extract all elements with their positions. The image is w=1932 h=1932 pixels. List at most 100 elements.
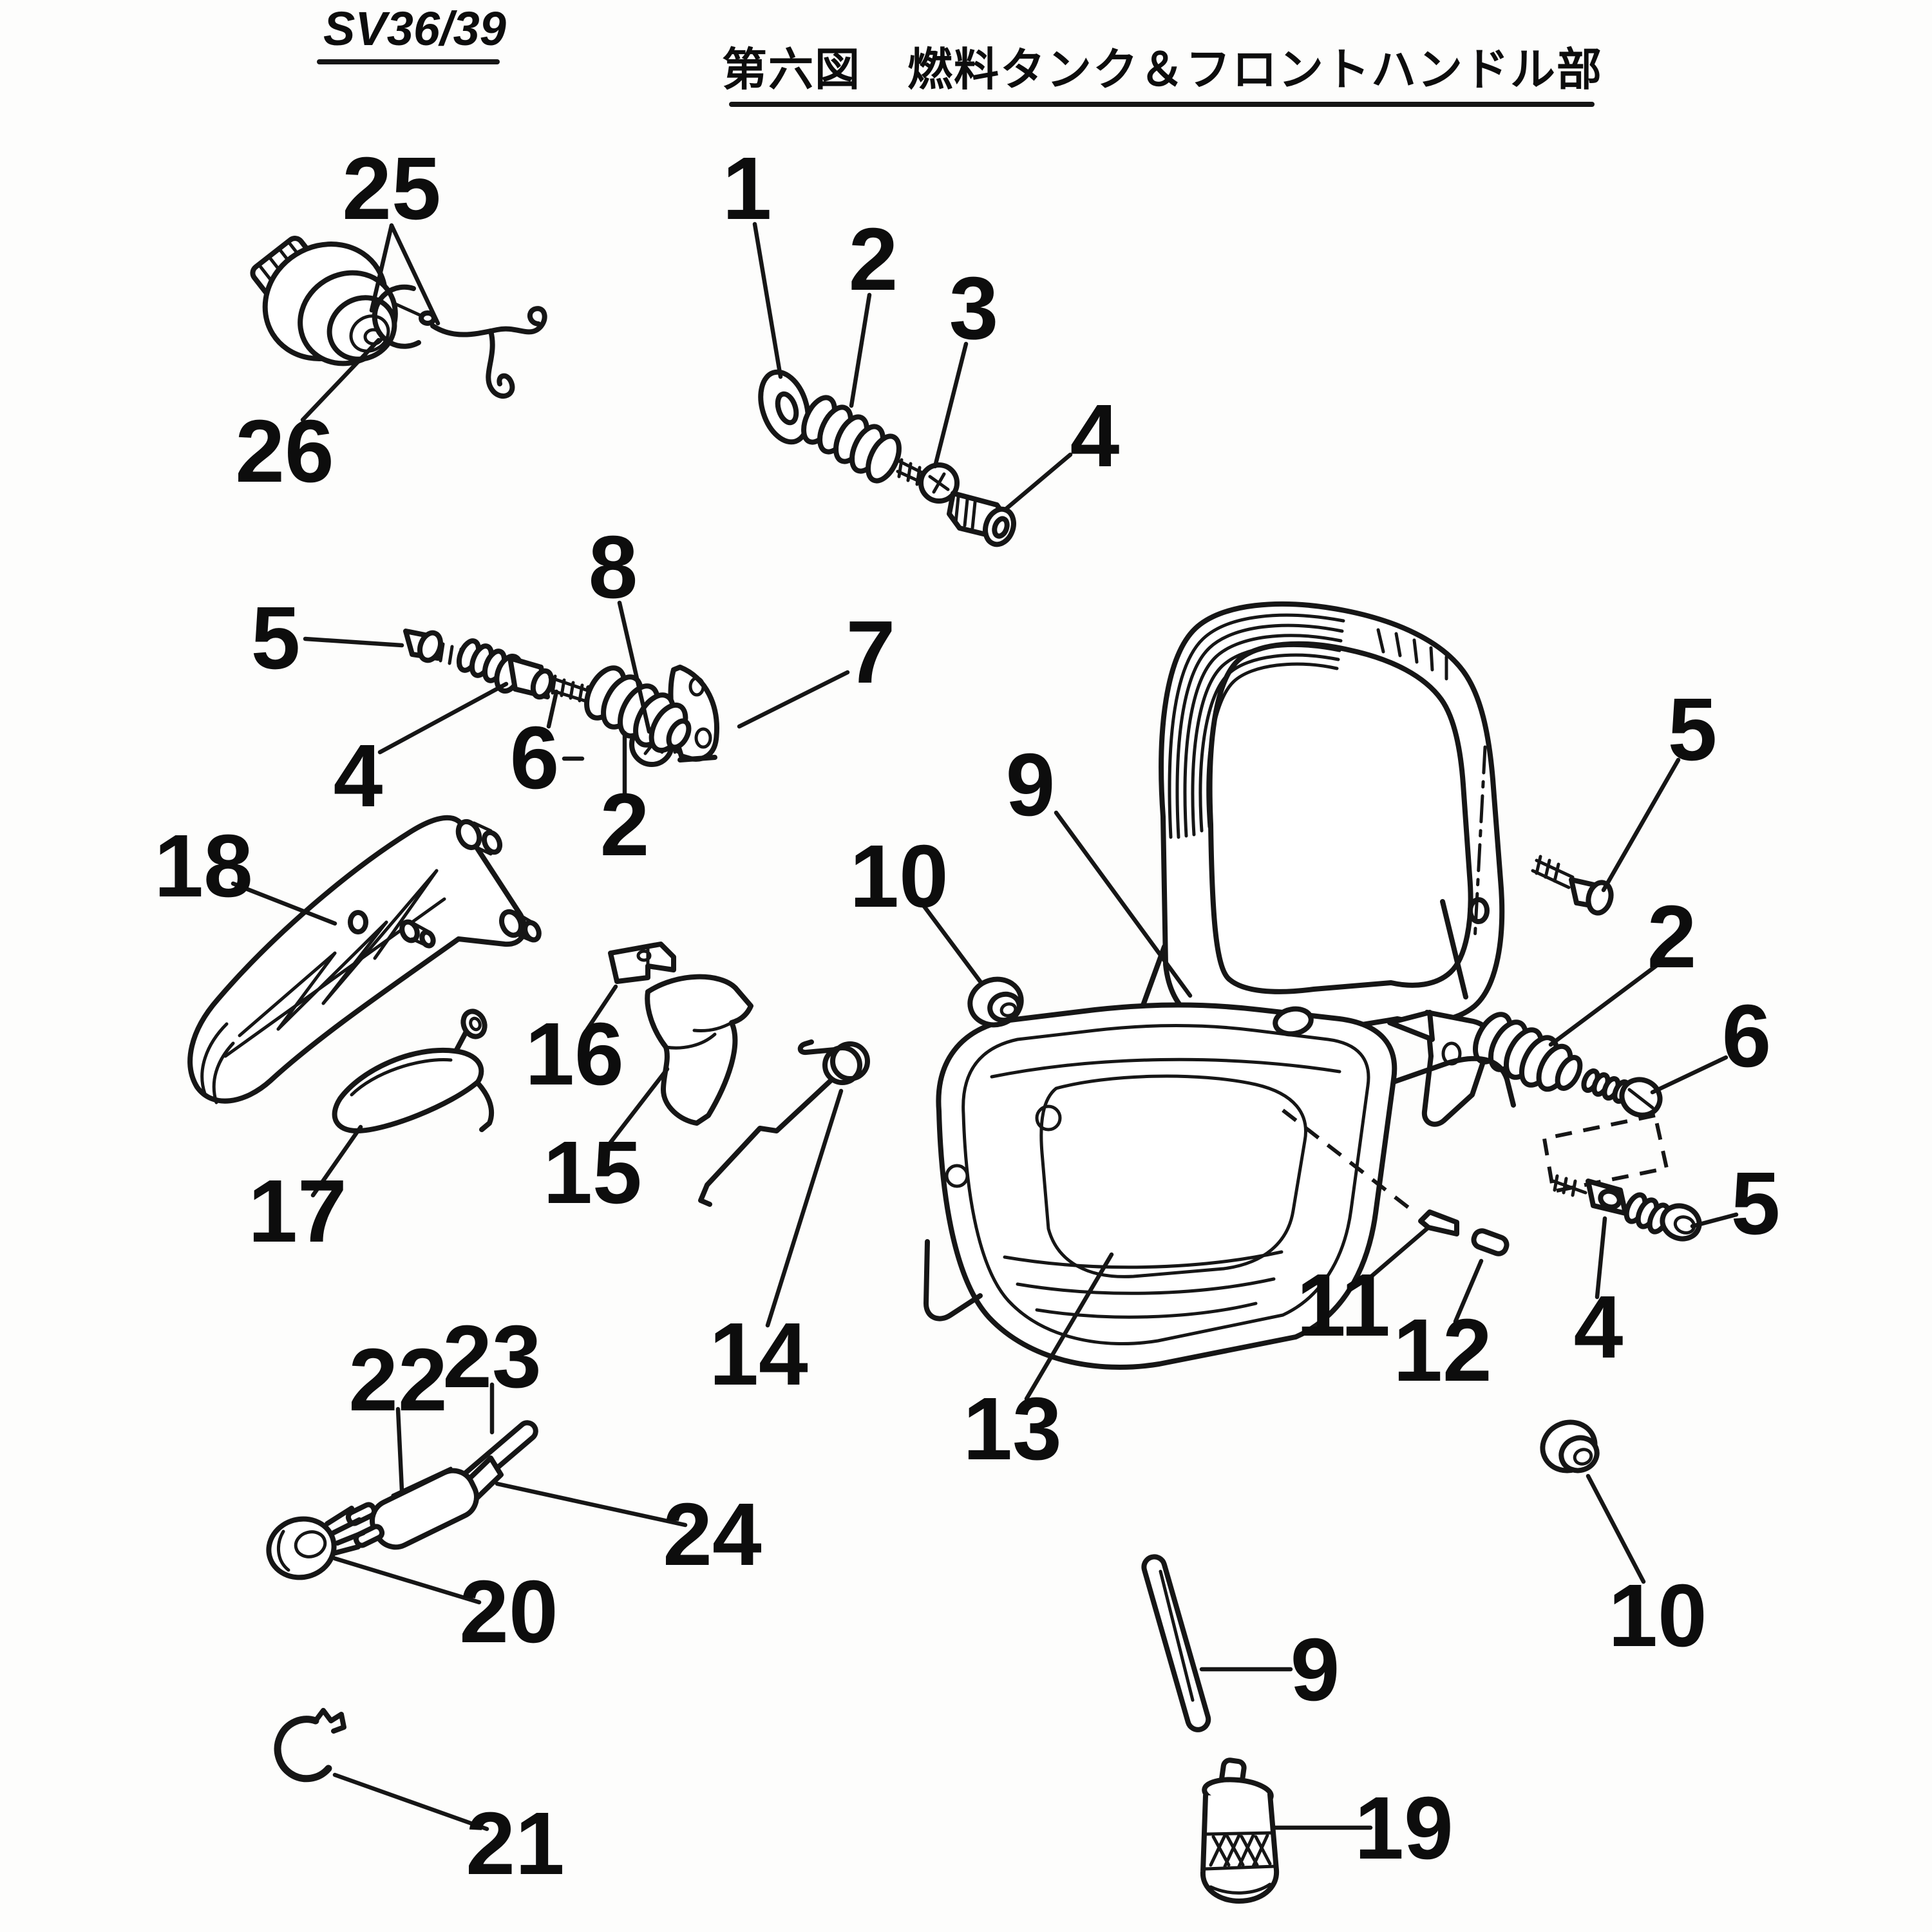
callout-number-26: 26 [235,402,334,501]
leader-line [389,223,440,326]
valve-cap-20 [266,1506,366,1580]
spring-small-left [456,638,507,683]
clamp-21 [274,1708,346,1783]
callout-number-22: 22 [348,1331,448,1430]
tank-recess [1039,1074,1307,1278]
leader-line [617,600,652,734]
leader-line [369,223,394,313]
leader-line [1024,1252,1114,1401]
spring-2-right [1472,1012,1583,1092]
callout-number-23: 23 [442,1307,542,1406]
adjuster-assembly-right [1542,1113,1702,1242]
leader-line [546,689,559,729]
leader-line [1601,757,1681,893]
fuel-cap-assembly [250,236,547,399]
callout-number-16: 16 [525,1005,624,1104]
leader-line [1650,1055,1728,1095]
frame-boss-mid [399,919,436,949]
collar-4-left [494,654,554,700]
sleeve-12 [1471,1228,1510,1256]
leader-line [1363,1225,1431,1284]
bracket-set-mid [584,665,719,767]
leader-line [377,681,509,755]
handle-centerline [1473,745,1487,942]
latch-plate-16 [608,942,676,984]
callout-number-14: 14 [709,1305,808,1404]
handle-frame-18 [187,815,542,1104]
spring-2-mid [584,665,692,753]
callout-number-11: 11 [1296,1256,1390,1355]
callout-number-4: 4 [1574,1278,1624,1377]
leader-line [1690,1212,1739,1229]
fuel-filter-19 [1200,1757,1280,1904]
washer-1-hole [775,391,799,426]
callout-number-2: 2 [849,210,898,309]
throttle-trigger-17 [332,1009,495,1133]
leader-line [310,1124,363,1198]
front-handle-9 [1136,601,1505,1056]
bolt-5-left [403,629,463,668]
leader-line [737,670,850,729]
cap-tether-wire-lower [486,328,515,399]
leader-line [395,1406,404,1493]
callout-number-19: 19 [1354,1779,1454,1878]
screw-5-top-right [1531,855,1614,916]
grommet-10-left [967,976,1024,1028]
callout-number-1: 1 [723,139,772,238]
tank-filler-boss [1273,1006,1314,1037]
leader-line [765,1088,844,1328]
fuel-tank-13 [923,1002,1516,1370]
callout-number-5: 5 [251,589,301,688]
washer-1-outer [758,369,811,445]
nut-4-top [947,491,1016,547]
leader-line [332,1772,489,1832]
leader-line [917,898,983,984]
callout-number-6: 6 [1722,987,1772,1086]
leader-line [1595,1216,1607,1300]
spring-anchor-gusset [1387,1010,1435,1042]
damper-screw-set-top [758,369,1016,547]
screw-6-right [1581,1068,1663,1118]
tank-right-wing [1391,1056,1516,1108]
handle-damper-right [1387,899,1663,1127]
callout-number-7: 7 [846,603,896,702]
leader-line [933,341,969,469]
leader-line [752,222,783,379]
leader-line [585,984,618,1032]
breather-assembly [266,1420,538,1580]
tank-boss-hole-left [945,1164,969,1188]
valve-body-22 [345,1466,479,1550]
leader-line [495,1481,688,1528]
header: SV36/39 第六図 燃料タンク＆フロントハンドル部 [317,2,1602,107]
leader-line [231,881,337,926]
grommet-10-right [1540,1419,1600,1473]
throttle-spring-14 [698,1039,870,1207]
leader-line [1586,1473,1646,1584]
callout-number-10: 10 [849,827,949,926]
spring-2-top [801,395,902,484]
callout-number-9: 9 [1291,1620,1340,1719]
leader-line [1453,1258,1484,1324]
leader-line [1054,810,1193,998]
callout-number-4: 4 [1070,386,1120,486]
callout-number-2: 2 [1647,887,1697,987]
leader-line [849,292,872,408]
handle-mount-hole [1468,897,1490,924]
leader-line [303,636,404,648]
callout-number-4: 4 [334,726,383,826]
callout-number-25: 25 [342,139,441,238]
callout-number-24: 24 [663,1485,762,1584]
callout-number-21: 21 [466,1794,565,1893]
callout-number-3: 3 [949,259,999,358]
fuel-line-9 [1141,1554,1211,1732]
leader-line [332,1556,482,1605]
dashed-outline [1542,1113,1669,1194]
leader-line [1548,962,1660,1047]
cap-tether-wire-upper [430,306,547,337]
leader-line [300,337,381,422]
callout-number-20: 20 [459,1562,558,1662]
callout-number-5: 5 [1668,680,1718,779]
